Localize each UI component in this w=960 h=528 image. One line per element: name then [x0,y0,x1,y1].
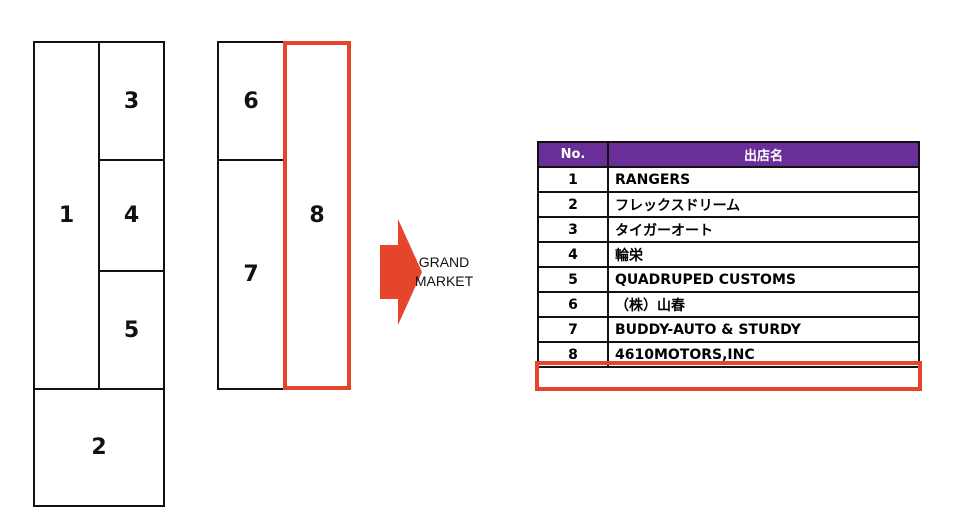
lot-6-number: 6 [243,88,259,114]
lot-7: 7 [217,159,285,390]
lot-5-number: 5 [123,317,140,343]
header-shop-name: 出店名 [607,141,920,168]
lot-2: 2 [33,388,165,507]
table-row: 2 フレックスドリーム [537,191,920,218]
row-shop-name: BUDDY-AUTO & STURDY [607,316,920,343]
lot-1: 1 [33,41,100,390]
arrow-icon [380,219,422,325]
lot-2-number: 2 [91,435,107,460]
row-number: 5 [537,266,609,293]
row-shop-name: RANGERS [607,166,920,193]
lot-4: 4 [98,159,165,272]
row-number: 1 [537,166,609,193]
lot-8: 8 [283,41,351,390]
grand-market-label: GRAND MARKET [404,253,484,291]
table-row: 4 輪栄 [537,241,920,268]
grand-market-line1: GRAND [418,254,470,270]
row-shop-name: （株）山春 [607,291,920,318]
row-8-highlight [535,361,922,391]
table-row: 1 RANGERS [537,166,920,193]
row-shop-name: 輪栄 [607,241,920,268]
lot-6: 6 [217,41,285,161]
header-no: No. [537,141,609,168]
lot-3-number: 3 [123,88,140,114]
table-row: 5 QUADRUPED CUSTOMS [537,266,920,293]
table-header-row: No. 出店名 [537,141,920,168]
lot-3: 3 [98,41,165,161]
lot-8-number: 8 [309,203,325,228]
row-shop-name: QUADRUPED CUSTOMS [607,266,920,293]
lot-4-number: 4 [123,203,140,228]
shop-list-table: No. 出店名 1 RANGERS 2 フレックスドリーム 3 タイガーオート … [537,141,920,368]
row-number: 7 [537,316,609,343]
lot-1-number: 1 [58,203,75,228]
row-shop-name: フレックスドリーム [607,191,920,218]
table-row: 7 BUDDY-AUTO & STURDY [537,316,920,343]
table-row: 6 （株）山春 [537,291,920,318]
grand-market-line2: MARKET [414,273,474,289]
row-shop-name: タイガーオート [607,216,920,243]
row-number: 6 [537,291,609,318]
lot-7-number: 7 [243,262,259,287]
table-row: 3 タイガーオート [537,216,920,243]
row-number: 3 [537,216,609,243]
lot-5: 5 [98,270,165,390]
row-number: 2 [537,191,609,218]
row-number: 4 [537,241,609,268]
